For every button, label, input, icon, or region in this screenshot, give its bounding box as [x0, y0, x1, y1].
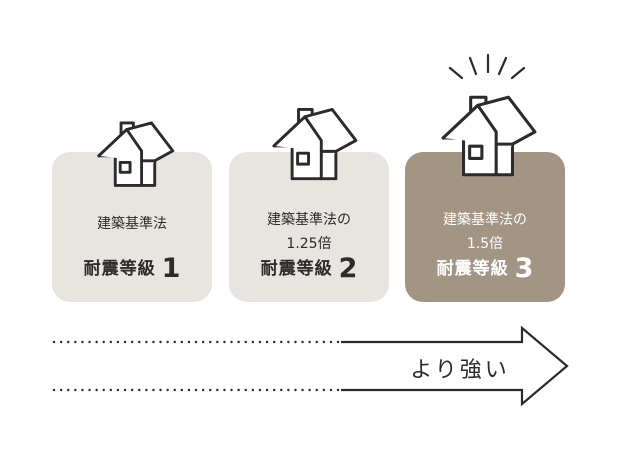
grade-number: 2	[338, 253, 358, 284]
sparkle-burst-icon	[448, 53, 526, 80]
multiplier-label: 1.5倍	[466, 236, 504, 252]
standard-text: 建築基準法の 1.25倍	[229, 208, 389, 256]
grade-label-text: 耐震等級	[260, 259, 333, 279]
standard-label: 建築基準法	[97, 216, 167, 232]
standard-text: 建築基準法	[52, 212, 212, 236]
grade-label-text: 耐震等級	[436, 259, 509, 279]
house-icon	[272, 108, 358, 181]
arrow-label: より強い	[410, 358, 510, 383]
house-icon	[97, 121, 175, 187]
standard-label: 建築基準法の	[443, 212, 527, 228]
house-icon	[441, 95, 537, 177]
grade-number: 3	[514, 253, 534, 284]
standard-label: 建築基準法の	[267, 212, 351, 228]
strength-arrow	[52, 325, 569, 407]
grade-label-text: 耐震等級	[83, 259, 156, 279]
arrow-right-icon	[341, 325, 569, 407]
multiplier-label: 1.25倍	[286, 236, 332, 252]
grade-number: 1	[161, 253, 181, 284]
standard-text: 建築基準法の 1.5倍	[405, 208, 565, 256]
